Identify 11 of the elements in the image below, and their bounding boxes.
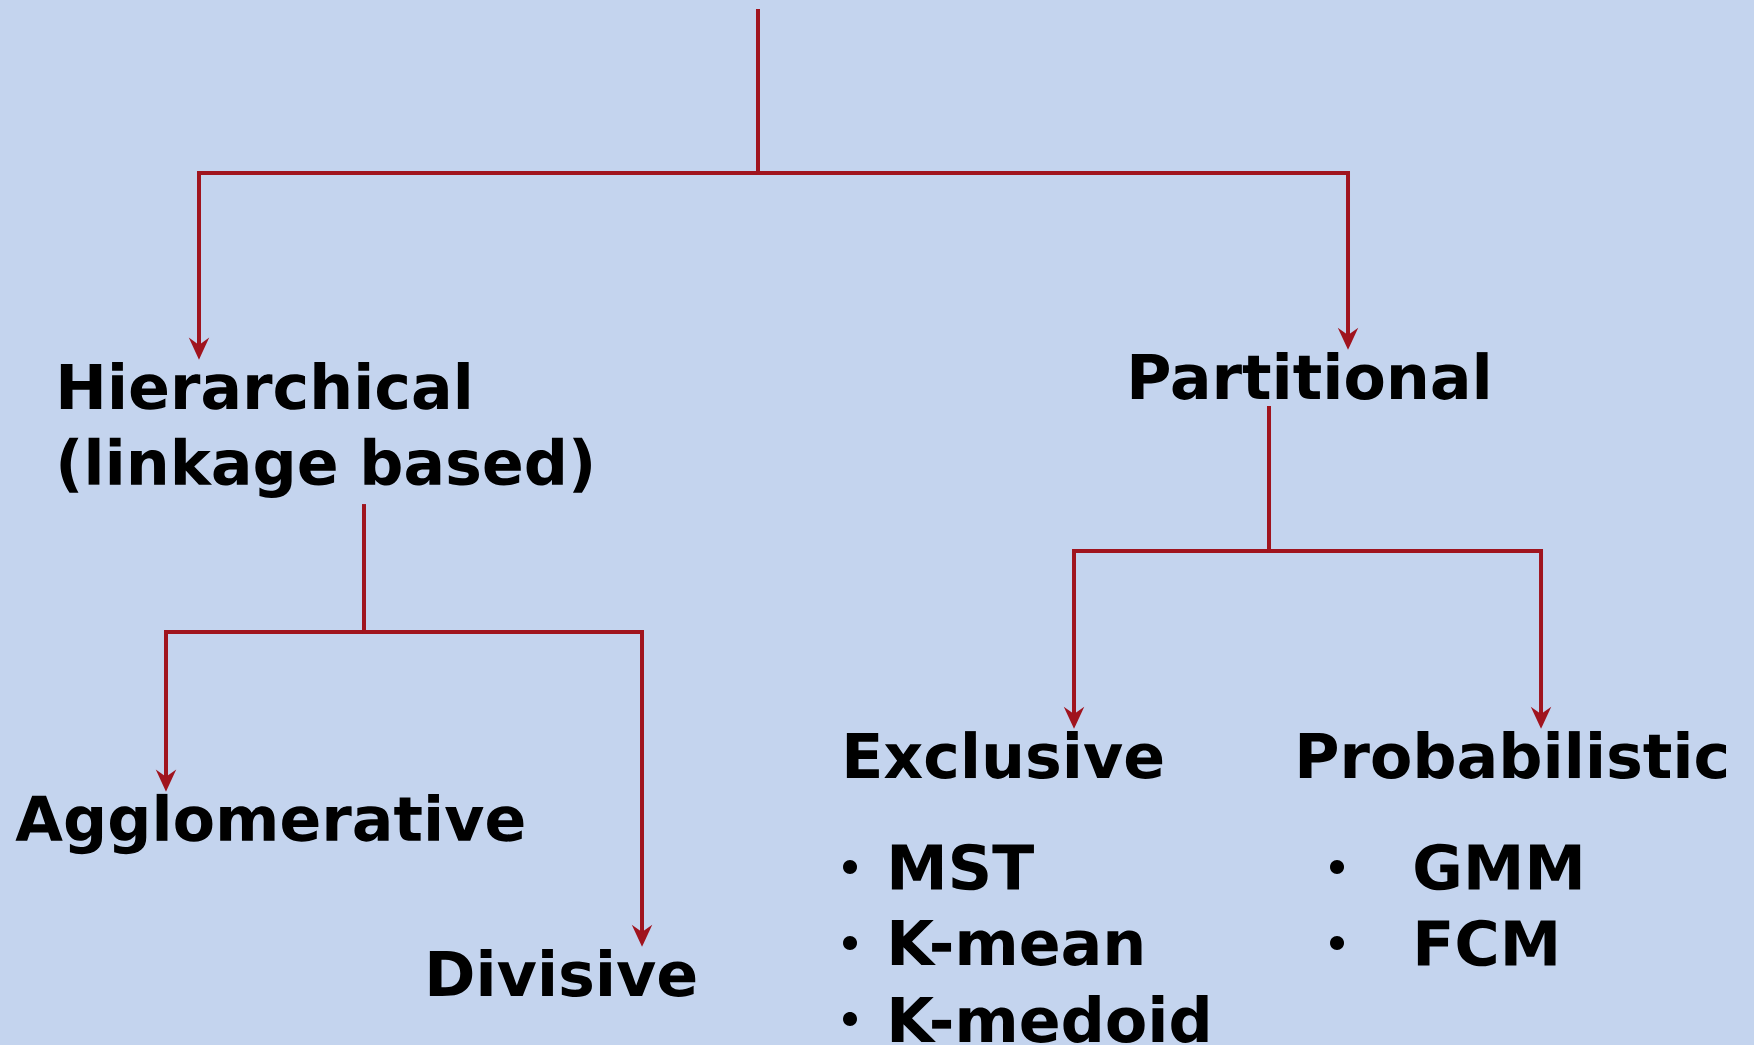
category-label: Partitional — [1131, 352, 1488, 400]
list-item: MST — [891, 843, 1034, 891]
list-item: K-mean — [891, 920, 1142, 966]
list-item: FCM — [1417, 919, 1556, 967]
category-label: Probabilistic — [1299, 731, 1727, 779]
category-label: Divisive — [429, 949, 696, 997]
list-item: GMM — [1415, 843, 1581, 891]
category-label: Agglomerative — [15, 793, 524, 855]
list-item: K-medoid — [891, 995, 1208, 1043]
category-label: Hierarchical (linkage based) — [60, 362, 591, 498]
category-label: Exclusive — [846, 731, 1163, 779]
